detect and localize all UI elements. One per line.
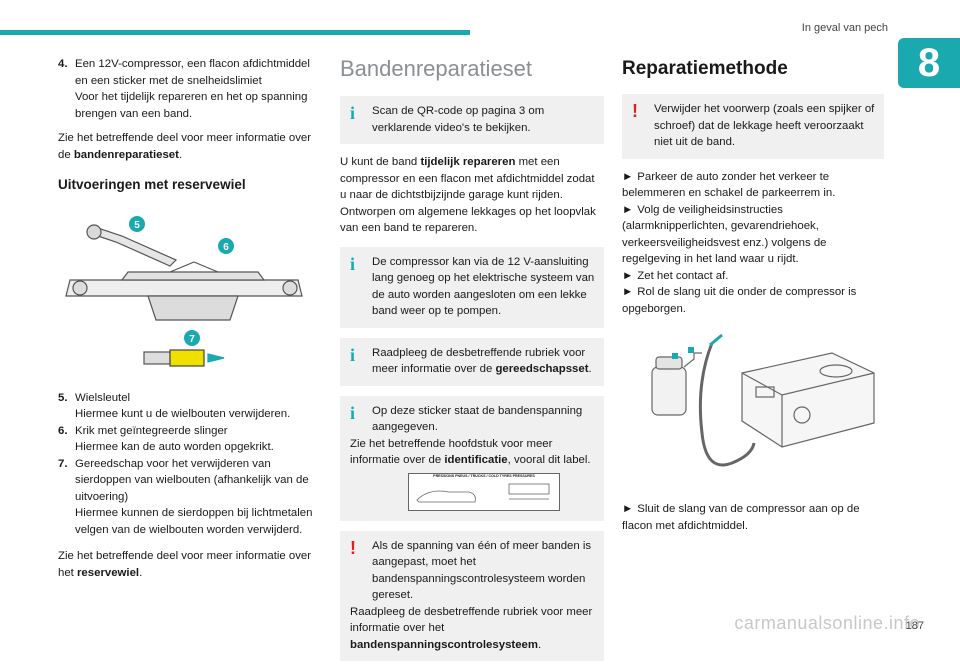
arrow-right-icon: ►	[622, 503, 634, 515]
info-box: i Raadpleeg de desbetreffende rubriek vo…	[340, 337, 604, 386]
list-item: ►Sluit de slang van de compressor aan op…	[622, 503, 860, 532]
list-item: ►Zet het contact af.	[622, 269, 729, 282]
page-header-title: In geval van pech	[801, 22, 888, 34]
column-right: Reparatiemethode ! Verwijder het voorwer…	[622, 56, 884, 534]
list-item: 4. Een 12V-compressor, een flacon afdich…	[58, 58, 310, 120]
body-text: Ontworpen om algemene lekkages op het lo…	[340, 205, 596, 235]
list-item: 7. Gereedschap voor het verwijderen van …	[58, 457, 313, 536]
steps-list: ►Parkeer de auto zonder het verkeer te b…	[622, 169, 884, 318]
arrow-right-icon: ►	[622, 170, 634, 183]
callout-6: 6	[218, 237, 234, 254]
info-icon: i	[350, 402, 356, 423]
reference-text: Zie het betreffende deel voor meer infor…	[58, 132, 312, 161]
section-heading: Uitvoeringen met reservewiel	[58, 177, 246, 192]
svg-text:5: 5	[134, 220, 140, 231]
info-icon: i	[350, 103, 356, 123]
svg-text:6: 6	[223, 242, 229, 253]
warning-icon: !	[632, 101, 638, 121]
info-box: i Op deze sticker staat de bandenspannin…	[340, 395, 604, 521]
list-item: ►Rol de slang uit die onder de compresso…	[622, 286, 857, 315]
warning-box: ! Verwijder het voorwerp (zoals een spij…	[622, 94, 884, 159]
section-heading: Reparatiemethode	[622, 58, 788, 79]
section-heading: Bandenreparatieset	[340, 56, 533, 81]
tools-illustration: 5 6 7	[58, 202, 316, 382]
header-accent-bar	[0, 30, 470, 35]
column-left: 4. Een 12V-compressor, een flacon afdich…	[58, 56, 316, 581]
warning-icon: !	[350, 537, 356, 558]
list-item: ►Volg de veiligheidsinstructies (alarmkn…	[622, 203, 827, 266]
list-item: ►Parkeer de auto zonder het verkeer te b…	[622, 170, 836, 200]
callout-7: 7	[184, 329, 200, 346]
body-text: U kunt de band tijdelijk repareren met e…	[340, 156, 595, 201]
arrow-right-icon: ►	[622, 203, 634, 216]
warning-box: ! Als de spanning van één of meer banden…	[340, 530, 604, 661]
info-icon: i	[350, 253, 356, 274]
info-box: i De compressor kan via de 12 V-aansluit…	[340, 246, 604, 328]
tyre-pressure-label: PRESSIONS PNEUS / TRUCKS / COLD TYRES PR…	[408, 472, 560, 511]
column-middle: Bandenreparatieset i Scan de QR-code op …	[340, 56, 604, 671]
jack-and-wrench-drawing: 5 6 7	[65, 215, 303, 367]
chapter-badge: 8	[898, 38, 960, 88]
callout-5: 5	[129, 215, 145, 232]
info-box: i Scan de QR-code op pagina 3 om verklar…	[340, 96, 604, 144]
watermark: carmanualsonline.info	[734, 613, 920, 633]
label-diagram	[416, 483, 550, 502]
compressor-drawing	[651, 333, 875, 467]
page-number: 187	[905, 620, 924, 632]
compressor-illustration	[622, 323, 884, 493]
svg-text:7: 7	[189, 334, 195, 345]
arrow-right-icon: ►	[622, 286, 634, 298]
info-icon: i	[350, 344, 356, 365]
reference-text: Zie het betreffende deel voor meer infor…	[58, 550, 312, 579]
arrow-right-icon: ►	[622, 269, 634, 282]
